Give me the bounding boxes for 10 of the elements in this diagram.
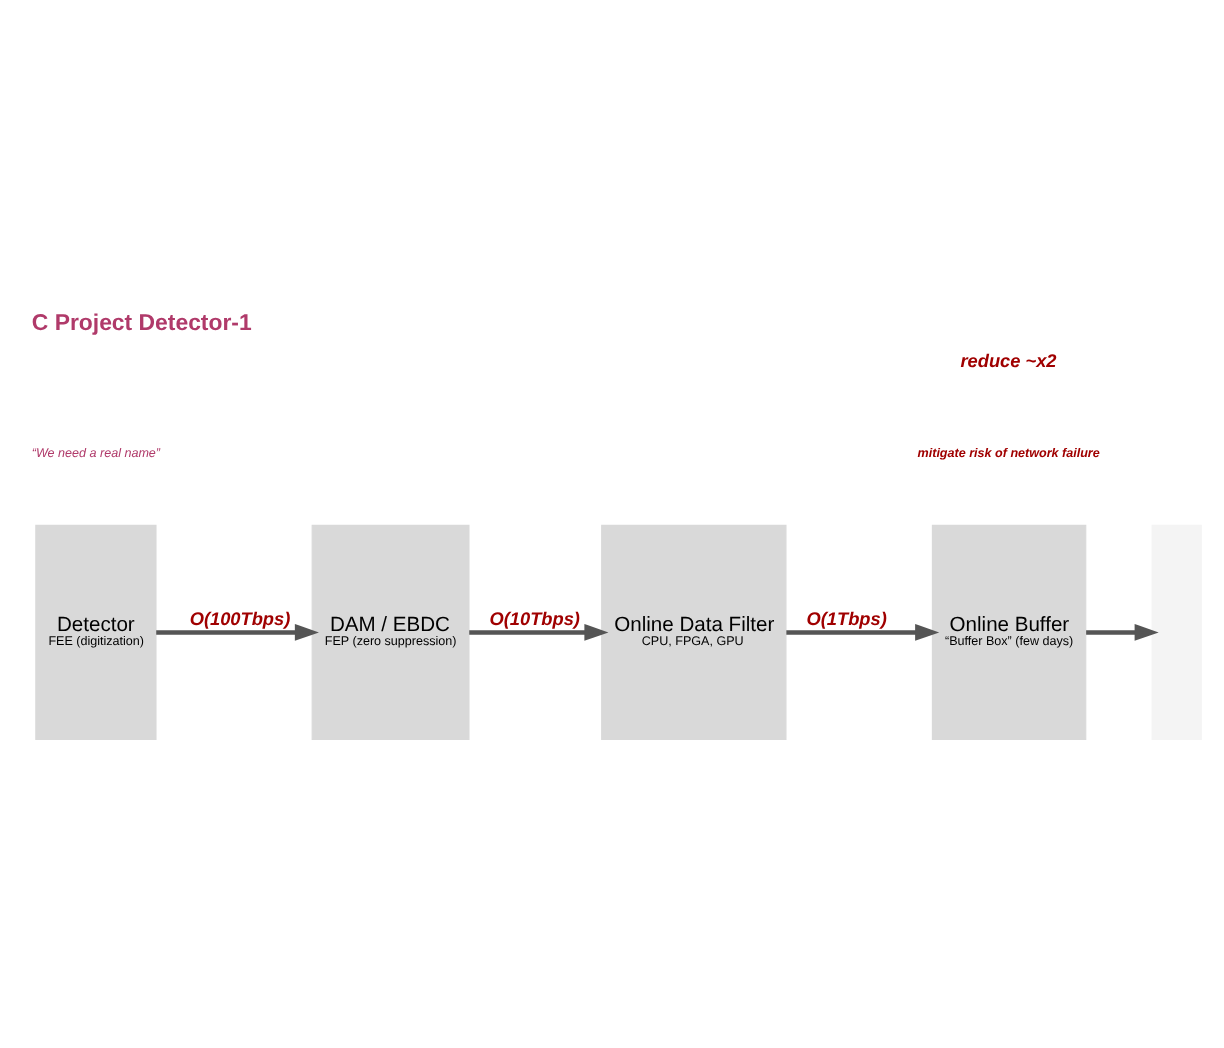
edge-label: O(10Tbps) <box>489 609 580 630</box>
arrow <box>786 624 940 641</box>
edge-label: O(1Tbps) <box>806 609 887 630</box>
arrow <box>156 624 319 641</box>
edge-label: O(100Tbps) <box>189 609 291 630</box>
label: reduce ~x2 <box>960 350 1057 371</box>
node-box <box>1151 524 1202 740</box>
arrow <box>1086 624 1159 641</box>
diagram-title: C Project Detector-1 <box>31 312 252 337</box>
arrow <box>469 624 609 641</box>
